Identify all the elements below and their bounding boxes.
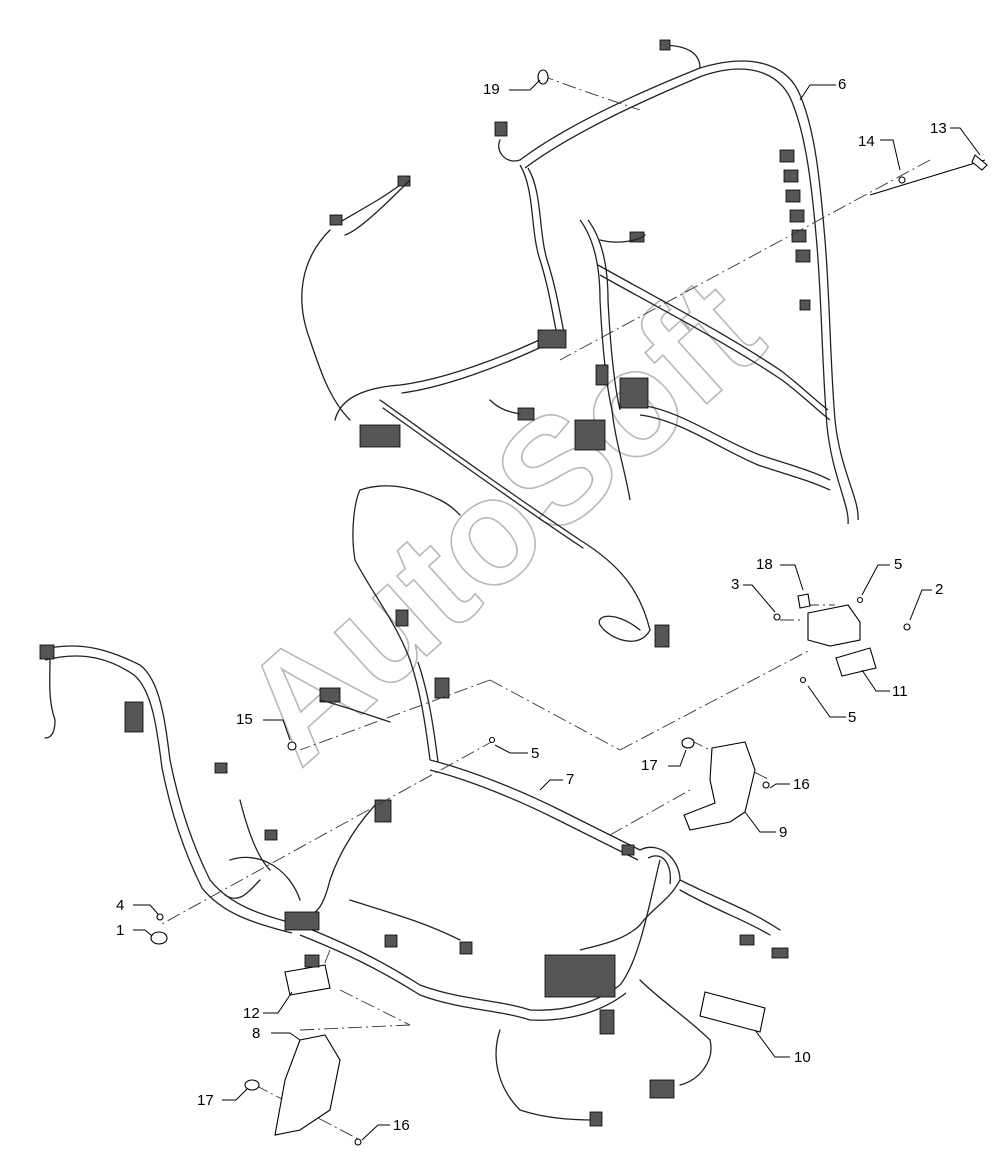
phantom-lines bbox=[159, 74, 931, 1141]
bracket bbox=[807, 604, 861, 647]
parts bbox=[150, 69, 988, 1146]
callouts: 19 6 13 14 18 5 3 2 11 5 5 7 15 17 16 9 … bbox=[116, 76, 947, 1134]
nut-5c bbox=[488, 736, 496, 744]
clip-15 bbox=[287, 741, 297, 751]
callout-5b: 5 bbox=[848, 709, 856, 726]
callout-5a: 5 bbox=[894, 556, 902, 573]
bushing-17a bbox=[681, 737, 695, 749]
screw-3 bbox=[773, 613, 781, 621]
label-10 bbox=[699, 991, 766, 1033]
callout-7: 7 bbox=[566, 771, 574, 788]
callout-17a: 17 bbox=[641, 757, 658, 774]
callout-10: 10 bbox=[794, 1049, 811, 1066]
callout-5c: 5 bbox=[531, 745, 539, 762]
callout-1: 1 bbox=[116, 922, 124, 939]
lower-harness bbox=[39, 485, 789, 1127]
block-12 bbox=[284, 964, 331, 996]
callout-19: 19 bbox=[483, 81, 500, 98]
screw-16a bbox=[762, 781, 770, 789]
screw-2 bbox=[903, 623, 911, 631]
callout-18: 18 bbox=[756, 556, 773, 573]
bracket-8 bbox=[274, 1034, 341, 1136]
screw-16b bbox=[354, 1138, 362, 1146]
callout-6: 6 bbox=[838, 76, 846, 93]
callout-3: 3 bbox=[731, 576, 739, 593]
callout-11: 11 bbox=[892, 683, 908, 700]
callout-15: 15 bbox=[236, 711, 253, 728]
callout-2: 2 bbox=[935, 581, 943, 598]
grommet-19 bbox=[537, 69, 549, 85]
clip-18 bbox=[797, 593, 811, 609]
callout-8: 8 bbox=[252, 1025, 260, 1042]
callout-12: 12 bbox=[243, 1005, 260, 1022]
callout-17b: 17 bbox=[197, 1092, 214, 1109]
callout-4: 4 bbox=[116, 897, 124, 914]
plate-11 bbox=[835, 647, 877, 677]
nut-5b bbox=[799, 676, 807, 684]
nut-4 bbox=[156, 913, 164, 921]
nut-5a bbox=[856, 596, 864, 604]
clip-14 bbox=[898, 176, 906, 184]
callout-16a: 16 bbox=[793, 776, 810, 793]
callout-13: 13 bbox=[930, 120, 947, 137]
callout-14: 14 bbox=[858, 133, 875, 150]
leader-lines bbox=[133, 79, 981, 1141]
grommet-1 bbox=[150, 931, 168, 945]
bushing-17b bbox=[244, 1079, 260, 1091]
callout-9: 9 bbox=[779, 824, 787, 841]
callout-16b: 16 bbox=[393, 1117, 410, 1134]
upper-harness bbox=[301, 39, 859, 648]
rod-13 bbox=[869, 159, 986, 196]
watermark-text: AutoSoft bbox=[209, 245, 792, 793]
bracket-9 bbox=[683, 741, 756, 831]
